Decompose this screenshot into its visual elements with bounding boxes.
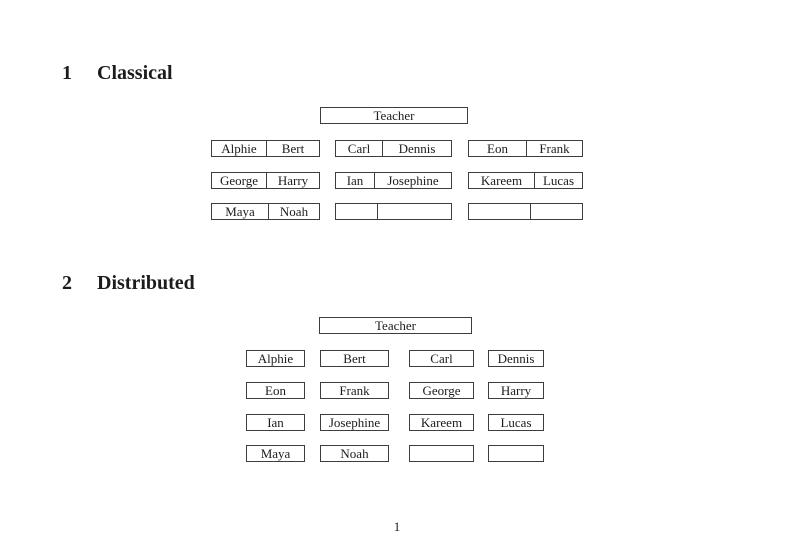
desk-seat [410,446,473,461]
desk: Ian Josephine [335,172,452,189]
section-title: Distributed [97,272,195,294]
desk-seat: Harry [500,383,532,398]
teacher-label: Teacher [375,318,416,333]
section-number: 2 [62,272,72,294]
desk-seat: Harry [277,173,309,188]
desk: Lucas [488,414,544,431]
desk-empty [409,445,474,462]
desk-seat: Carl [430,351,453,366]
desk: Ian [246,414,305,431]
desk: George Harry [211,172,320,189]
desk-seat: Lucas [542,173,575,188]
desk-seat: Alphie [212,141,267,156]
desk: Noah [320,445,389,462]
section-heading-distributed: 2 Distributed [62,271,195,295]
desk: Frank [320,382,389,399]
desk-seat: Bert [343,351,366,366]
desk-seat: Maya [260,446,291,461]
desk-seat [531,204,582,219]
desk-seat: George [422,383,461,398]
desk: Kareem [409,414,474,431]
desk-seat: Alphie [257,351,294,366]
section-heading-classical: 1 Classical [62,61,173,85]
desk: Maya [246,445,305,462]
desk-seat: Josephine [328,415,381,430]
desk-seat [378,204,451,219]
desk-seat: Frank [539,141,570,156]
desk: Josephine [320,414,389,431]
desk-seat: Lucas [500,415,532,430]
desk-seat: Eon [469,141,527,156]
desk: Harry [488,382,544,399]
desk: Carl Dennis [335,140,452,157]
desk-seat [489,446,543,461]
desk: Eon Frank [468,140,583,157]
teacher-box: Teacher [319,317,472,334]
desk: Alphie Bert [211,140,320,157]
page-number: 1 [393,519,401,534]
desk-seat: Frank [339,383,370,398]
desk-seat: Kareem [420,415,463,430]
desk-seat: Bert [281,141,305,156]
desk: Bert [320,350,389,367]
desk-seat: Eon [265,383,286,398]
desk-seat: Dennis [497,351,535,366]
desk-seat: Noah [340,446,369,461]
teacher-box: Teacher [320,107,468,124]
desk-seat [336,204,378,219]
desk: Kareem Lucas [468,172,583,189]
desk-empty [335,203,452,220]
section-number: 1 [62,62,72,84]
desk: Carl [409,350,474,367]
desk-seat: Ian [267,415,284,430]
desk: Dennis [488,350,544,367]
desk-empty [468,203,583,220]
desk-seat: Noah [279,204,309,219]
desk-seat: George [212,173,267,188]
desk-seat [469,204,531,219]
desk: Eon [246,382,305,399]
section-title: Classical [97,62,173,84]
desk-empty [488,445,544,462]
desk-seat: Josephine [387,173,439,188]
desk-seat: Maya [212,204,269,219]
desk: Alphie [246,350,305,367]
desk: Maya Noah [211,203,320,220]
teacher-label: Teacher [373,108,415,123]
desk: George [409,382,474,399]
desk-seat: Dennis [398,141,436,156]
desk-seat: Carl [336,141,383,156]
desk-seat: Kareem [469,173,535,188]
desk-seat: Ian [336,173,375,188]
